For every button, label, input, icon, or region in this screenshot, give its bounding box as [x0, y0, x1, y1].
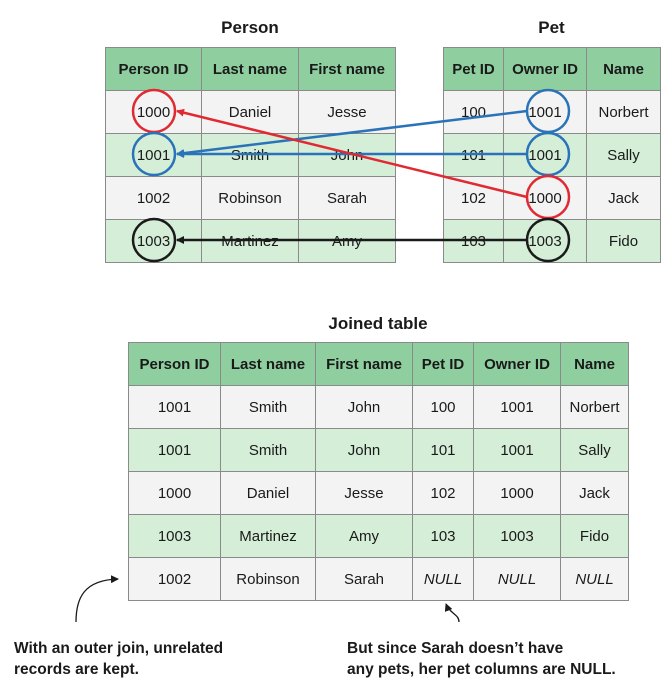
owner-id-cell: 1000	[473, 471, 561, 515]
last-name-cell: Daniel	[201, 90, 299, 134]
header-cell: Name	[586, 47, 661, 91]
first-name-cell: Sarah	[298, 176, 396, 220]
person-table: Person ID Last name First name 1000 Dani…	[105, 47, 396, 263]
last-name-cell: Robinson	[201, 176, 299, 220]
pet-name-cell: Fido	[560, 514, 629, 558]
header-cell: Owner ID	[503, 47, 587, 91]
first-name-cell: Jesse	[315, 471, 413, 515]
person-id-cell: 1000	[128, 471, 221, 515]
joined-table: Person ID Last name First name Pet ID Ow…	[128, 342, 629, 601]
person-id-cell: 1003	[105, 219, 202, 263]
owner-id-cell: 1001	[503, 133, 587, 177]
pet-id-cell: 100	[443, 90, 504, 134]
first-name-cell: John	[315, 428, 413, 472]
last-name-cell: Martinez	[220, 514, 316, 558]
outer-join-pointer-arrow	[75, 575, 119, 623]
header-cell: Person ID	[128, 342, 221, 386]
owner-id-cell: 1001	[503, 90, 587, 134]
owner-id-cell: 1001	[473, 385, 561, 429]
pet-name-cell: Sally	[560, 428, 629, 472]
pet-table-title: Pet	[538, 18, 565, 37]
pet-name-cell: Norbert	[560, 385, 629, 429]
last-name-cell: Smith	[220, 428, 316, 472]
table-row: 103 1003 Fido	[443, 219, 661, 263]
table-row: 1002 Robinson Sarah NULL NULL NULL	[128, 557, 629, 601]
pet-id-cell: 103	[412, 514, 474, 558]
table-row: 102 1000 Jack	[443, 176, 661, 220]
null-pointer-arrow	[444, 603, 460, 623]
first-name-cell: Sarah	[315, 557, 413, 601]
table-row: 1000 Daniel Jesse	[105, 90, 396, 134]
person-id-cell: 1001	[128, 385, 221, 429]
last-name-cell: Daniel	[220, 471, 316, 515]
table-row: 1003 Martinez Amy	[105, 219, 396, 263]
person-id-cell: 1001	[128, 428, 221, 472]
first-name-cell: John	[315, 385, 413, 429]
outer-join-note-line2: records are kept.	[14, 661, 139, 678]
person-id-cell: 1001	[105, 133, 202, 177]
pet-name-cell: Jack	[560, 471, 629, 515]
person-id-cell: 1003	[128, 514, 221, 558]
header-cell: Owner ID	[473, 342, 561, 386]
table-row: 1001 Smith John 101 1001 Sally	[128, 428, 629, 472]
header-cell: Pet ID	[412, 342, 474, 386]
table-row: 101 1001 Sally	[443, 133, 661, 177]
null-cell: NULL	[473, 557, 561, 601]
last-name-cell: Robinson	[220, 557, 316, 601]
last-name-cell: Smith	[220, 385, 316, 429]
table-row: 1002 Robinson Sarah	[105, 176, 396, 220]
person-table-title: Person	[221, 18, 279, 37]
table-row: 1001 Smith John 100 1001 Norbert	[128, 385, 629, 429]
header-cell: Last name	[220, 342, 316, 386]
first-name-cell: Jesse	[298, 90, 396, 134]
outer-join-note-line1: With an outer join, unrelated	[14, 640, 224, 657]
joined-table-title: Joined table	[328, 314, 428, 333]
owner-id-cell: 1003	[503, 219, 587, 263]
pet-name-cell: Jack	[586, 176, 661, 220]
null-note-line1: But since Sarah doesn’t have	[347, 640, 564, 657]
owner-id-cell: 1003	[473, 514, 561, 558]
header-cell: Pet ID	[443, 47, 504, 91]
pet-id-cell: 103	[443, 219, 504, 263]
header-cell: Last name	[201, 47, 299, 91]
joined-header-row: Person ID Last name First name Pet ID Ow…	[128, 342, 629, 386]
outer-join-note: With an outer join, unrelated records ar…	[14, 638, 334, 680]
pet-id-cell: 102	[412, 471, 474, 515]
owner-id-cell: 1001	[473, 428, 561, 472]
null-note: But since Sarah doesn’t have any pets, h…	[347, 638, 667, 680]
last-name-cell: Smith	[201, 133, 299, 177]
table-row: 1000 Daniel Jesse 102 1000 Jack	[128, 471, 629, 515]
header-cell: First name	[298, 47, 396, 91]
null-note-null-word: NULL.	[570, 661, 616, 678]
pet-id-cell: 101	[412, 428, 474, 472]
null-cell: NULL	[560, 557, 629, 601]
table-row: 1001 Smith John	[105, 133, 396, 177]
table-row: 100 1001 Norbert	[443, 90, 661, 134]
person-id-cell: 1002	[105, 176, 202, 220]
person-id-cell: 1000	[105, 90, 202, 134]
header-cell: First name	[315, 342, 413, 386]
last-name-cell: Martinez	[201, 219, 299, 263]
pet-name-cell: Norbert	[586, 90, 661, 134]
null-note-line2-prefix: any pets, her pet columns are	[347, 661, 571, 678]
null-note-line2: any pets, her pet columns are NULL.	[347, 659, 667, 680]
pet-name-cell: Sally	[586, 133, 661, 177]
pet-id-cell: 100	[412, 385, 474, 429]
null-cell: NULL	[412, 557, 474, 601]
pet-header-row: Pet ID Owner ID Name	[443, 47, 661, 91]
pet-id-cell: 102	[443, 176, 504, 220]
first-name-cell: Amy	[298, 219, 396, 263]
pet-table: Pet ID Owner ID Name 100 1001 Norbert 10…	[443, 47, 661, 263]
person-id-cell: 1002	[128, 557, 221, 601]
pet-id-cell: 101	[443, 133, 504, 177]
first-name-cell: Amy	[315, 514, 413, 558]
header-cell: Name	[560, 342, 629, 386]
table-row: 1003 Martinez Amy 103 1003 Fido	[128, 514, 629, 558]
owner-id-cell: 1000	[503, 176, 587, 220]
first-name-cell: John	[298, 133, 396, 177]
pet-name-cell: Fido	[586, 219, 661, 263]
person-header-row: Person ID Last name First name	[105, 47, 396, 91]
header-cell: Person ID	[105, 47, 202, 91]
